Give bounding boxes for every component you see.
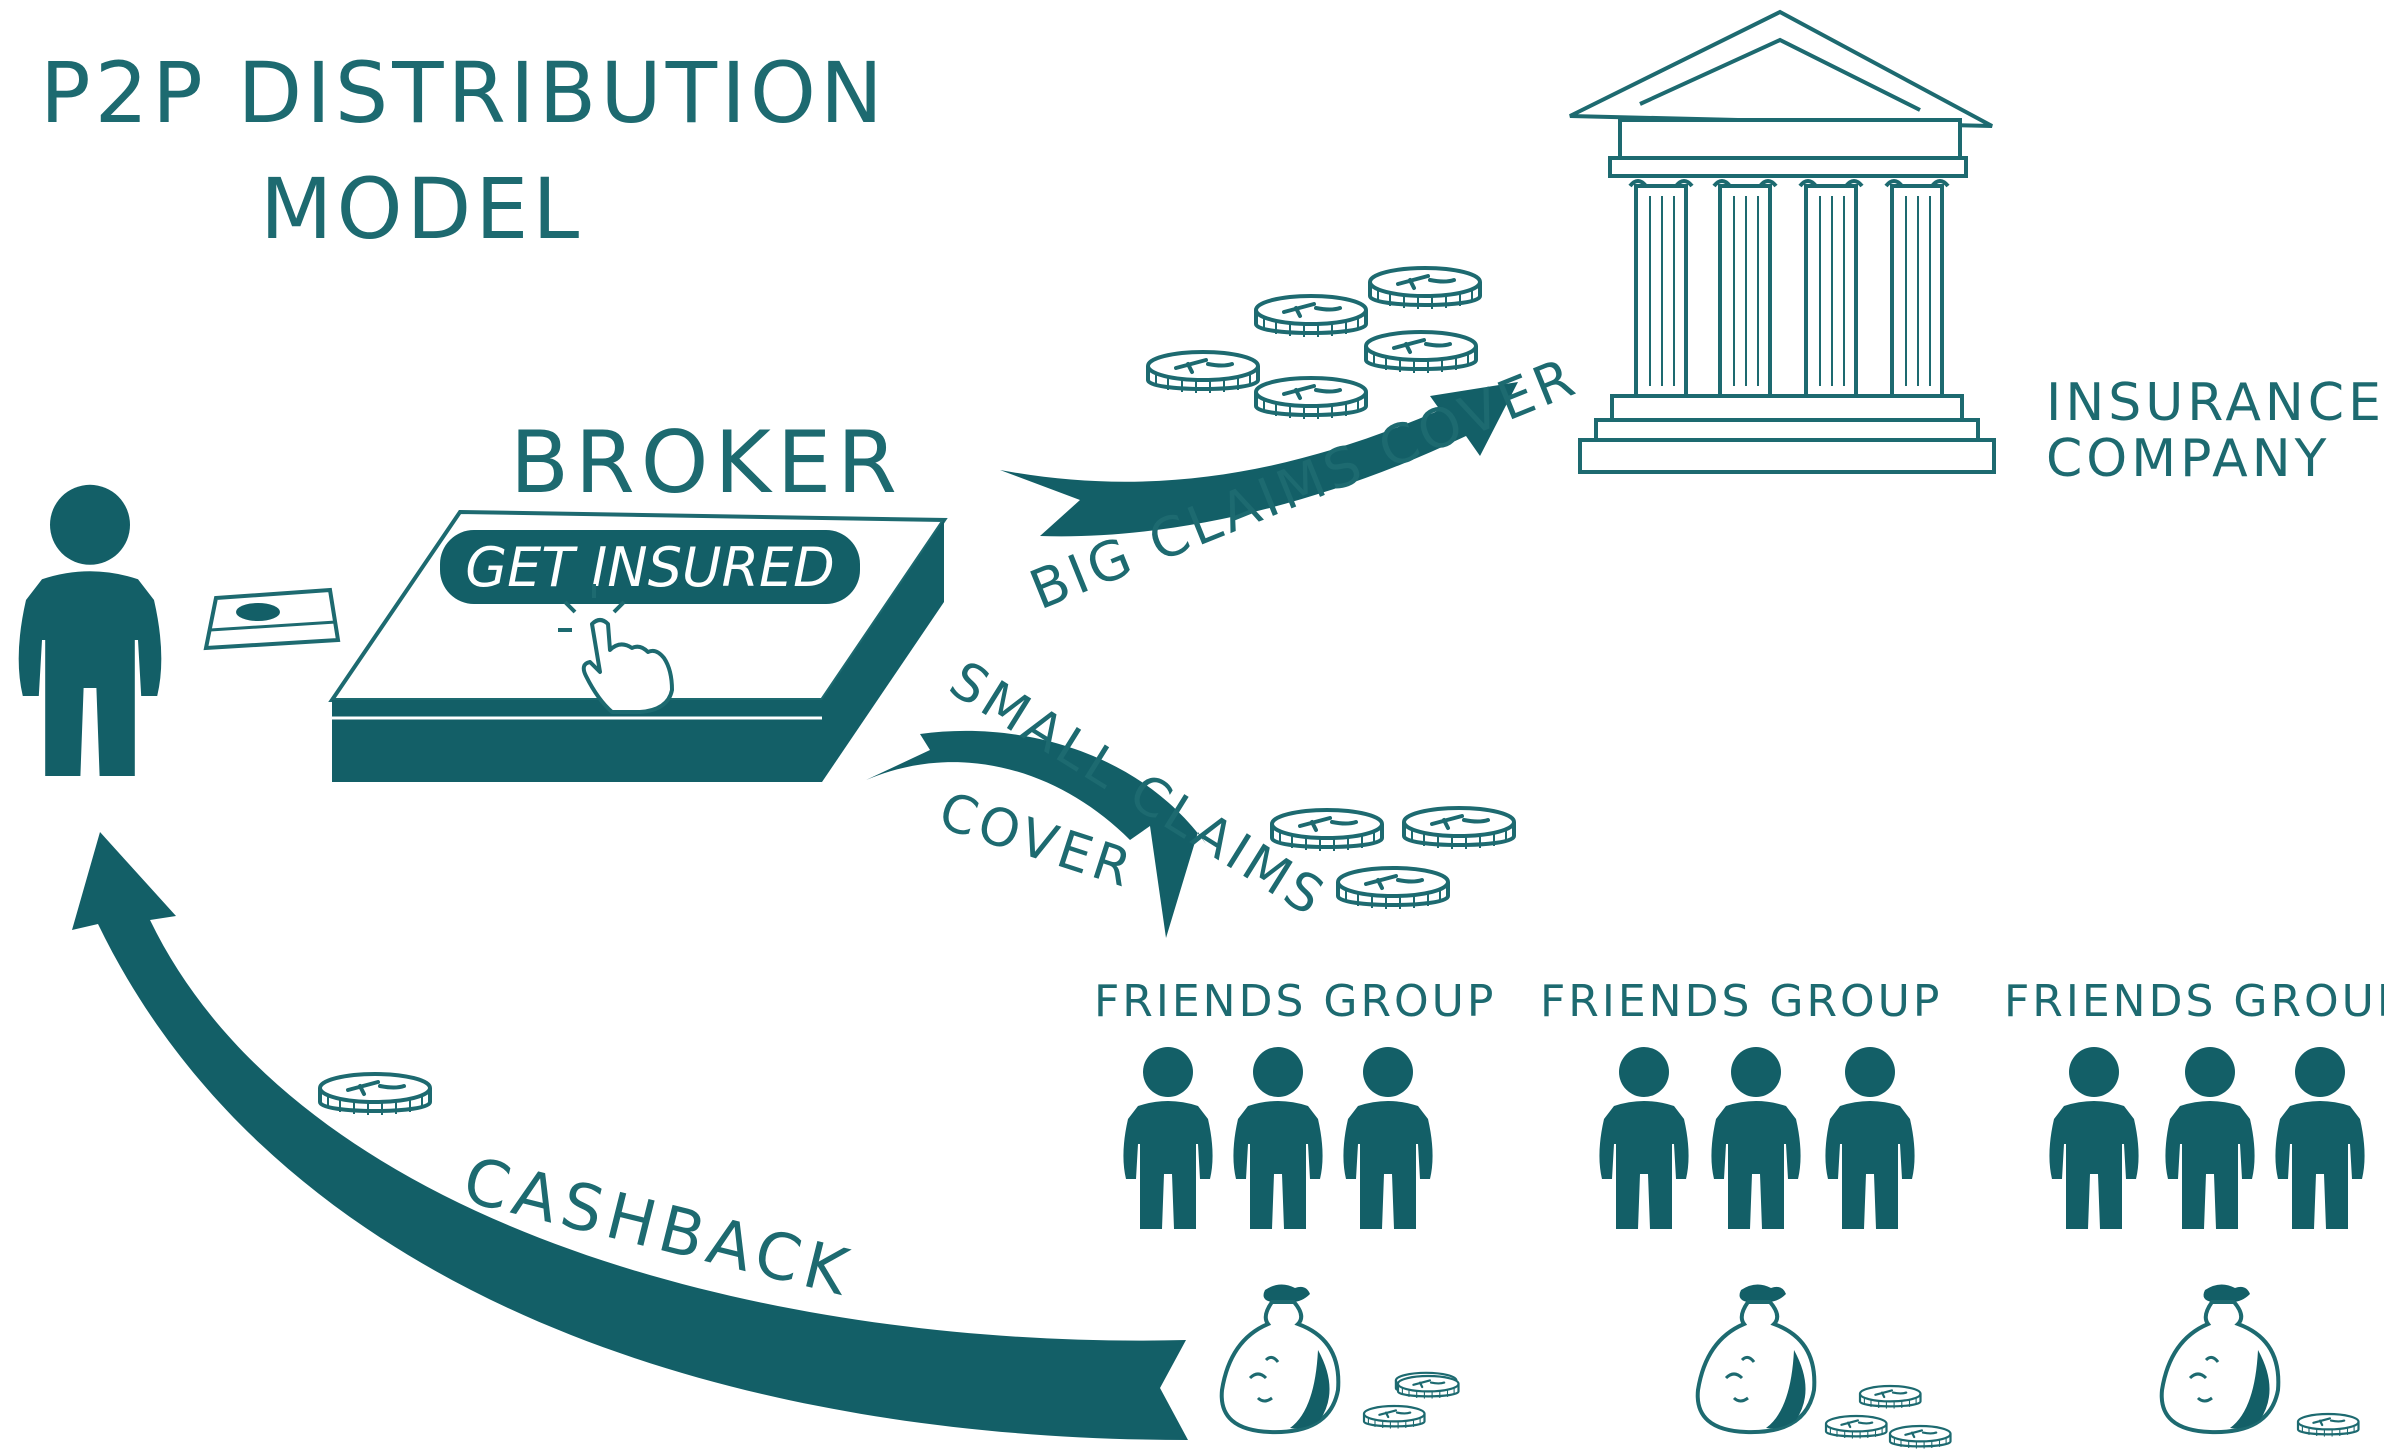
small-claims-arrow	[866, 730, 1206, 938]
person-icon	[2165, 1047, 2255, 1229]
cashback-arrow	[72, 832, 1188, 1440]
big-claims-arrow	[1000, 382, 1518, 537]
person-icon	[1123, 1047, 1213, 1229]
person-icon	[1711, 1047, 1801, 1229]
person-icon	[2049, 1047, 2139, 1229]
insurance-company-label-line1: INSURANCE	[2046, 373, 2384, 433]
friends-group-label: FRIENDS GROUP	[1094, 976, 1496, 1027]
insurance-company-building-icon	[1569, 9, 1996, 474]
customer-person-icon	[18, 484, 162, 776]
money-bag-icon	[1695, 1282, 1817, 1435]
person-icon	[1343, 1047, 1433, 1229]
person-icon	[2275, 1047, 2365, 1229]
friends-group-1: FRIENDS GROUP	[1094, 976, 1496, 1435]
diagram-title-line2: MODEL	[260, 160, 583, 258]
person-icon	[1233, 1047, 1323, 1229]
pointing-hand-icon	[558, 584, 674, 714]
friends-group-label: FRIENDS GROUP	[1540, 976, 1942, 1027]
friends-group-2: FRIENDS GROUP	[1540, 976, 1942, 1435]
insurance-company-label-line2: COMPANY	[2046, 429, 2330, 489]
coins-big-claims	[1146, 266, 1482, 421]
get-insured-button-label: GET INSURED	[465, 536, 834, 599]
friends-group-3: FRIENDS GROUP	[2004, 976, 2384, 1435]
coin-cashback	[318, 1072, 432, 1117]
person-icon	[1599, 1047, 1689, 1229]
friends-group-label: FRIENDS GROUP	[2004, 976, 2384, 1027]
diagram-title-line1: P2P DISTRIBUTION	[40, 44, 887, 142]
credit-card-icon	[203, 587, 341, 651]
small-claims-label: SMALL CLAIMS	[939, 650, 1336, 929]
get-insured-button[interactable]: GET INSURED	[440, 530, 860, 604]
money-bag-icon	[2159, 1282, 2281, 1435]
person-icon	[1825, 1047, 1915, 1229]
broker-label: BROKER	[510, 413, 903, 513]
money-bag-icon	[1219, 1282, 1341, 1435]
